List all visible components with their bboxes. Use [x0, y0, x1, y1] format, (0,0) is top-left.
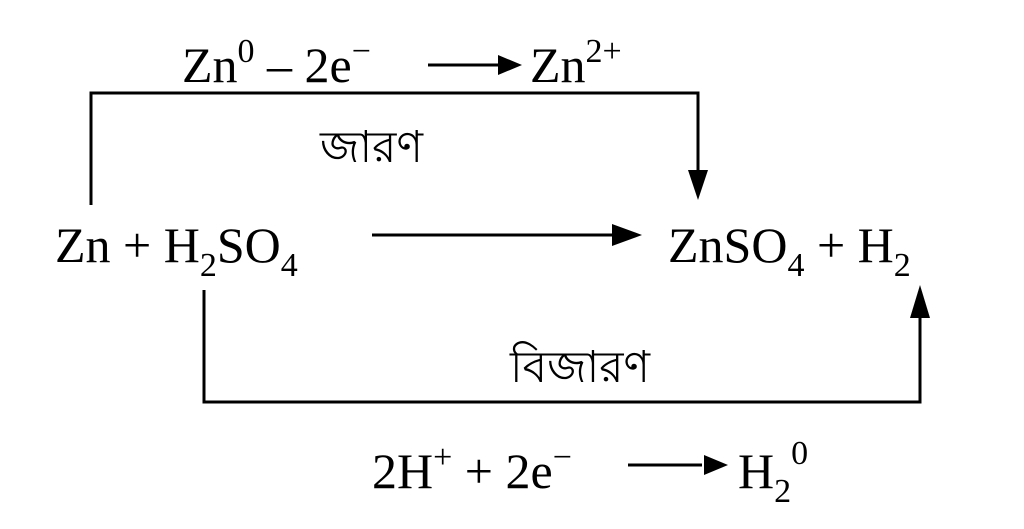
oxidation-half-reaction: Zn0 – 2e−: [182, 33, 371, 93]
oxidation-bracket-line: [89, 91, 700, 205]
oxidation-product-charge: 2+: [586, 33, 622, 70]
reduction-half-arrowhead: [704, 455, 728, 475]
reduction-electron-sign: −: [553, 439, 572, 476]
oxidation-half-arrowhead: [498, 55, 522, 75]
reactants-so-subscript: 4: [281, 247, 298, 284]
main-reactants: Zn + H2SO4: [55, 217, 298, 284]
reactants-zn-plus-h: Zn + H: [55, 217, 200, 273]
reduction-reactant-charge: +: [433, 439, 452, 476]
reduction-bracket-line: [202, 290, 922, 404]
reduction-product: H20: [738, 435, 808, 510]
reduction-product-symbol: H: [738, 443, 774, 499]
main-products: ZnSO4 + H2: [668, 217, 911, 284]
oxidation-bracket-arrowhead: [688, 170, 708, 200]
reduction-product-charge: 0: [791, 435, 808, 472]
products-znso: ZnSO: [668, 217, 787, 273]
products-plus-h: + H: [804, 217, 893, 273]
oxidation-electron-sign: −: [352, 33, 371, 70]
reduction-reactant: 2H: [372, 443, 433, 499]
reduction-electrons: + 2e: [452, 443, 552, 499]
oxidation-reactant: Zn: [182, 37, 238, 93]
reduction-bracket-arrowhead: [910, 285, 930, 318]
products-h-subscript: 2: [894, 247, 911, 284]
reduction-product-subscript: 2: [774, 473, 791, 510]
oxidation-label: জারণ: [319, 122, 424, 173]
reduction-label: বিজারণ: [509, 341, 651, 393]
products-znso-subscript: 4: [787, 247, 804, 284]
reactants-so: SO: [217, 217, 281, 273]
reduction-half-reaction: 2H+ + 2e−: [372, 439, 572, 499]
oxidation-reactant-charge: 0: [238, 33, 255, 70]
oxidation-electrons: – 2e: [255, 37, 352, 93]
main-reaction-arrowhead: [612, 224, 642, 246]
oxidation-product-symbol: Zn: [530, 37, 586, 93]
reactants-h-subscript: 2: [200, 247, 217, 284]
oxidation-product: Zn2+: [530, 33, 622, 93]
